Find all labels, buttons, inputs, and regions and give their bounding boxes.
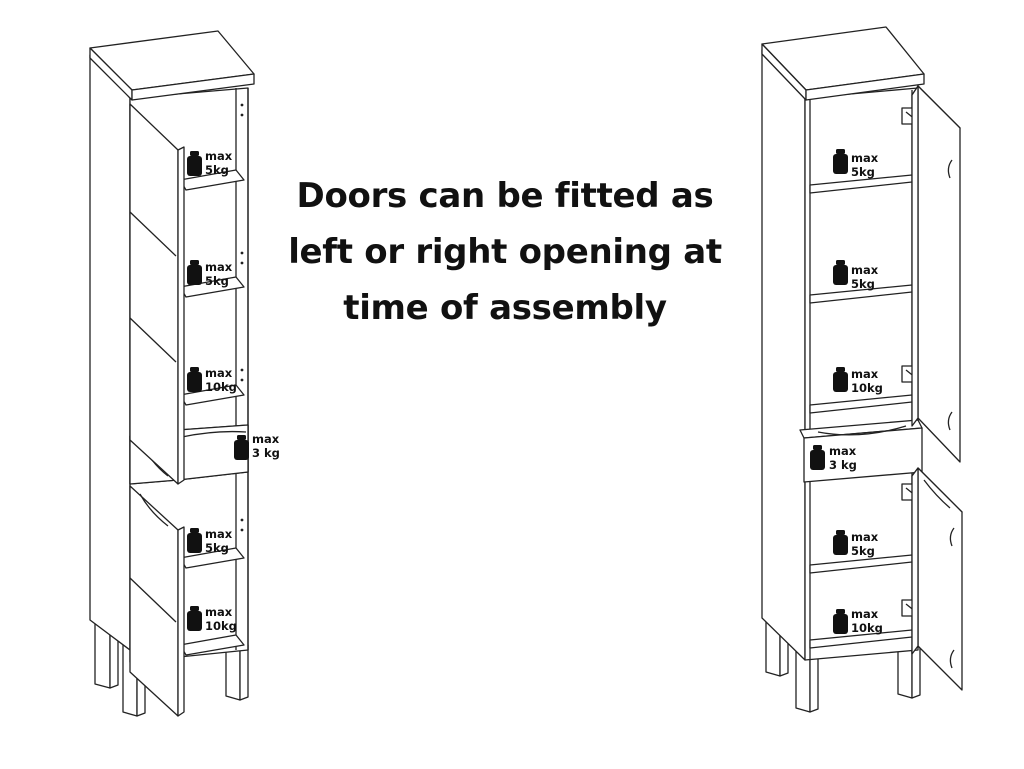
weight-label-word: max [851,151,879,165]
weight-label-word: max [851,530,879,544]
right-weight-label: max 10kg [851,367,883,395]
left-cabinet-drawing [89,30,255,717]
left-weight-label: max 10kg [205,605,237,633]
weight-label-word: max [205,527,233,541]
left-cabinet-lower-door [129,485,185,717]
right-cabinet-lower-door [911,467,963,691]
weight-label-word: max [205,605,233,619]
weight-label-value: 5kg [851,277,875,291]
weight-label-word: max [205,260,233,274]
weight-label-value: 3 kg [252,446,280,460]
left-weight-label: max 3 kg [252,432,280,460]
left-weight-label: max 10kg [205,366,237,394]
weight-label-word: max [252,432,280,446]
right-weight-label: max 3 kg [829,444,857,472]
left-weight-label: max 5kg [205,527,232,555]
weight-label-value: 10kg [851,621,883,635]
weight-label-value: 5kg [205,541,229,555]
weight-label-word: max [205,366,233,380]
right-weight-label: max 10kg [851,607,883,635]
weight-label-word: max [829,444,857,458]
headline-line-1: Doors can be fitted as [296,176,714,216]
right-cabinet-side-panel [761,49,806,661]
weight-label-value: 10kg [205,619,237,633]
weight-label-word: max [851,263,879,277]
weight-label-value: 10kg [205,380,237,394]
right-cabinet-upper-door [911,85,961,463]
left-weight-label: max 5kg [205,260,232,288]
weight-label-value: 3 kg [829,458,857,472]
right-weight-label: max 5kg [851,530,878,558]
left-cabinet-side-panel [89,54,131,651]
left-weight-label: max 5kg [205,149,232,177]
headline-line-3: time of assembly [343,288,667,328]
headline: Doors can be fitted as left or right ope… [270,168,740,336]
headline-line-2: left or right opening at [288,232,722,272]
left-cabinet-upper-door [129,103,185,485]
right-weight-label: max 5kg [851,263,878,291]
weight-label-word: max [205,149,233,163]
right-cabinet-weight-icons [810,149,848,634]
left-cabinet-weight-icons [187,151,249,631]
right-weight-label: max 5kg [851,151,878,179]
right-cabinet-drawing [761,26,963,713]
right-cabinet-hinges [901,107,917,617]
weight-label-word: max [851,367,879,381]
weight-label-word: max [851,607,879,621]
weight-label-value: 5kg [205,274,229,288]
left-cabinet-shelves [179,169,245,656]
weight-label-value: 5kg [205,163,229,177]
weight-label-value: 5kg [851,544,875,558]
weight-label-value: 10kg [851,381,883,395]
weight-label-value: 5kg [851,165,875,179]
